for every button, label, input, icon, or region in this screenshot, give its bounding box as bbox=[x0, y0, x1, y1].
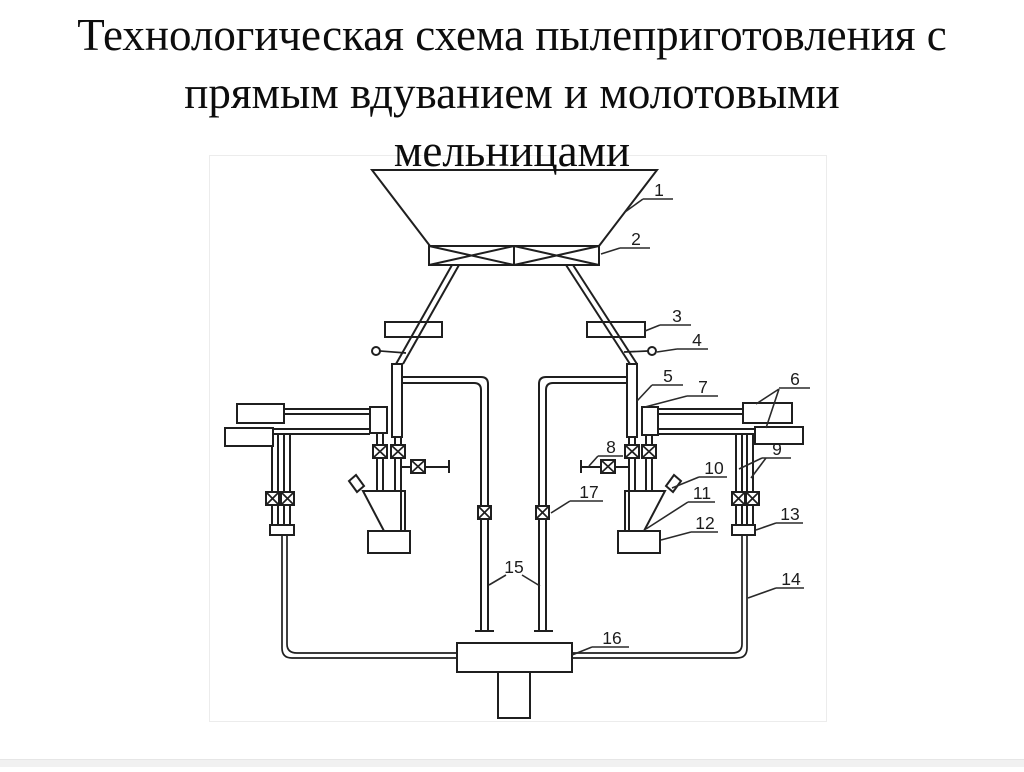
valve-cold-air-right bbox=[600, 459, 616, 474]
diagram-frame bbox=[209, 155, 827, 722]
furnace bbox=[456, 642, 573, 719]
callout-7: 7 bbox=[644, 377, 718, 408]
belt-feeder bbox=[428, 245, 600, 266]
callout-11: 11 bbox=[645, 483, 715, 530]
burner-dust-pipes bbox=[402, 376, 627, 632]
title-line-1: Технологическая схема пылеприготовления … bbox=[77, 10, 947, 60]
label-13: 13 bbox=[780, 504, 799, 524]
callout-3: 3 bbox=[644, 306, 691, 332]
label-3: 3 bbox=[672, 306, 682, 326]
nozzle-left bbox=[269, 524, 295, 536]
valve-mill-right-b bbox=[641, 444, 657, 459]
callout-15: 15 bbox=[488, 557, 541, 587]
valve-icons bbox=[265, 444, 760, 520]
callout-12: 12 bbox=[660, 513, 718, 541]
nozzle-right bbox=[731, 524, 756, 536]
hammer-mill-right bbox=[617, 473, 683, 554]
hot-air-ducts-right bbox=[572, 408, 755, 659]
title-line-3: мельницами bbox=[393, 126, 631, 176]
feeder-gate-right bbox=[586, 321, 646, 338]
hammer-mill-left bbox=[347, 473, 411, 554]
label-15: 15 bbox=[504, 557, 523, 577]
sensor-left bbox=[371, 346, 407, 356]
label-16: 16 bbox=[602, 628, 621, 648]
callout-8: 8 bbox=[588, 437, 623, 467]
separator-left bbox=[369, 406, 388, 434]
label-11: 11 bbox=[693, 483, 711, 503]
label-8: 8 bbox=[606, 437, 616, 457]
valve-left-duct-b bbox=[280, 491, 295, 506]
label-14: 14 bbox=[781, 569, 801, 589]
fan-right-upper bbox=[742, 402, 793, 424]
mill-feed-pipes bbox=[376, 433, 653, 491]
fan-left-lower bbox=[224, 427, 274, 447]
label-5: 5 bbox=[663, 366, 673, 386]
label-4: 4 bbox=[692, 330, 702, 350]
label-10: 10 bbox=[704, 458, 724, 478]
label-12: 12 bbox=[695, 513, 714, 533]
callout-17: 17 bbox=[550, 482, 603, 514]
label-17: 17 bbox=[579, 482, 598, 502]
downcomer-right bbox=[626, 363, 638, 438]
label-9: 9 bbox=[772, 439, 782, 459]
callout-16: 16 bbox=[571, 628, 629, 656]
callouts: 1 2 3 4 5 6 7 8 9 10 11 12 13 14 15 16 1… bbox=[488, 180, 810, 656]
callout-1: 1 bbox=[624, 180, 673, 213]
valve-cold-air-left bbox=[410, 459, 426, 474]
callout-6: 6 bbox=[755, 369, 810, 429]
valve-burner-right bbox=[535, 505, 550, 520]
downcomer-left bbox=[391, 363, 403, 438]
valve-burner-left bbox=[477, 505, 492, 520]
label-1: 1 bbox=[654, 180, 664, 200]
valve-mill-left-a bbox=[372, 444, 388, 459]
callout-14: 14 bbox=[747, 569, 804, 599]
label-6: 6 bbox=[790, 369, 800, 389]
callout-9: 9 bbox=[738, 439, 791, 479]
callout-4: 4 bbox=[656, 330, 708, 353]
valve-right-duct-a bbox=[731, 491, 746, 506]
callout-5: 5 bbox=[636, 366, 683, 402]
slide-footer-strip bbox=[0, 759, 1024, 767]
valve-right-duct-b bbox=[745, 491, 760, 506]
slide-title: Технологическая схема пылеприготовления … bbox=[0, 6, 1024, 180]
callout-13: 13 bbox=[755, 504, 803, 531]
callout-10: 10 bbox=[671, 458, 727, 489]
valve-mill-left-b bbox=[390, 444, 406, 459]
feeder-gate-left bbox=[384, 321, 443, 338]
valve-left-duct-a bbox=[265, 491, 280, 506]
sensor-right bbox=[623, 346, 657, 356]
fan-right-lower bbox=[754, 426, 804, 445]
fan-left-upper bbox=[236, 403, 285, 424]
separator-right bbox=[641, 406, 659, 436]
label-7: 7 bbox=[698, 377, 708, 397]
valve-mill-right-a bbox=[624, 444, 640, 459]
title-line-2: прямым вдуванием и молотовыми bbox=[184, 68, 840, 118]
raw-coal-chutes bbox=[395, 264, 638, 365]
label-2: 2 bbox=[631, 229, 641, 249]
callout-2: 2 bbox=[600, 229, 650, 255]
